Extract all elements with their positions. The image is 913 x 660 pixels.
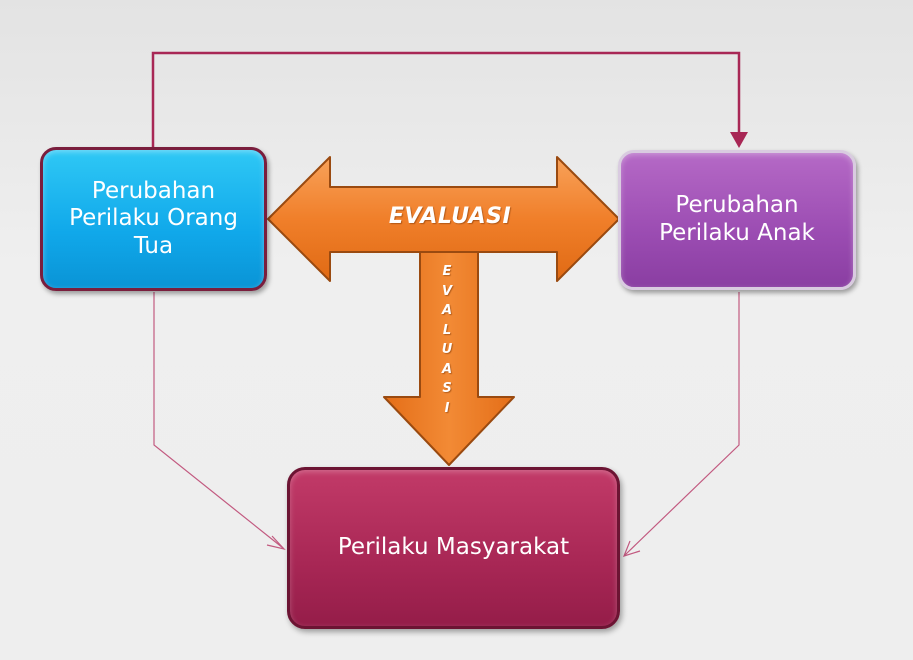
connector-parents-society: [153, 292, 284, 549]
connector-child-society-head: [622, 540, 641, 557]
evaluation-vertical-letter: S: [442, 381, 452, 396]
node-child-behavior-change: Perubahan Perilaku Anak: [618, 150, 856, 290]
evaluation-vertical-letter: I: [444, 400, 450, 416]
evaluation-vertical-letter: V: [441, 283, 453, 299]
feedback-connector: [151, 51, 741, 148]
feedback-arrowhead: [730, 132, 748, 148]
evaluation-vertical-letter: A: [441, 303, 453, 318]
evaluation-down-arrow: [383, 251, 515, 466]
node-society-label: Perilaku Masyarakat: [337, 534, 570, 561]
connector-parents-society-head: [266, 535, 286, 551]
evaluation-label-horizontal: EVALUASI: [388, 204, 512, 229]
evaluation-vertical-letter: E: [442, 264, 452, 279]
evaluation-vertical-letter: L: [442, 322, 452, 338]
node-child-label: Perubahan Perilaku Anak: [659, 192, 815, 246]
node-parents-label: Perubahan Perilaku Orang Tua: [69, 177, 238, 259]
node-parents-behavior-change: Perubahan Perilaku Orang Tua: [40, 147, 267, 291]
node-society-behavior: Perilaku Masyarakat: [287, 467, 620, 629]
evaluation-vertical-letter: U: [441, 342, 453, 357]
evaluation-vertical-letter: A: [441, 361, 453, 377]
connector-child-society: [624, 292, 740, 556]
